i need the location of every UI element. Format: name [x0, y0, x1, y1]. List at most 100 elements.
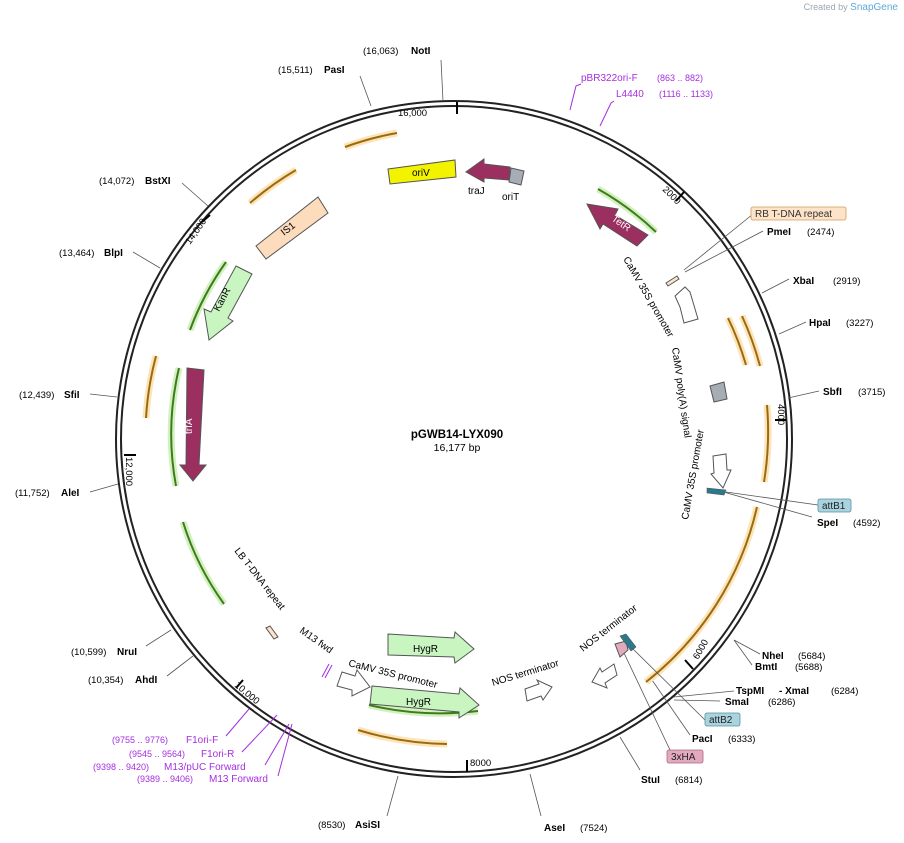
feature-camv-polya[interactable] — [709, 381, 728, 403]
feature-nos-term-2-arrow[interactable] — [591, 663, 618, 689]
site-tspmi[interactable]: TspMI — [736, 686, 764, 697]
site-line-xbai — [761, 278, 790, 294]
site-line-paci — [651, 679, 691, 736]
feature-attb2-mark[interactable] — [619, 633, 637, 652]
tick-label-10000: 10,000 — [232, 680, 261, 707]
site-line-asei — [529, 773, 542, 817]
site-asei[interactable]: AseI — [544, 823, 565, 834]
site-asisi[interactable]: AsiSI — [355, 820, 380, 831]
site-xbai[interactable]: XbaI — [793, 276, 814, 287]
site-line-smai — [673, 699, 721, 702]
site-line-sbfi — [787, 390, 820, 399]
3xha-label: 3xHA — [671, 752, 696, 763]
feature-trfa[interactable]: trfA — [178, 367, 208, 482]
site-pos-stui: (6814) — [675, 775, 702, 786]
feature-orit[interactable]: oriT — [502, 167, 525, 203]
site-noti[interactable]: NotI — [411, 46, 431, 57]
site-pos-bstxi: (14,072) — [99, 176, 134, 187]
feature-hygr-1[interactable]: HygR — [387, 631, 475, 664]
orf-arc-kanr — [186, 259, 229, 332]
site-pasi[interactable]: PasI — [324, 65, 345, 76]
site-nrui[interactable]: NruI — [117, 647, 137, 658]
feature-is1[interactable]: IS1 — [255, 196, 329, 260]
primer-pos-f1ori-f: (9755 .. 9776) — [112, 735, 168, 745]
rb-tdna-leader — [683, 213, 754, 271]
tick-mark — [201, 214, 211, 223]
primers: pBR322ori-F (863 .. 882) L4440 (1116 .. … — [93, 73, 713, 785]
site-ahdi[interactable]: AhdI — [135, 675, 157, 686]
primer-pos-pbr322ori-f: (863 .. 882) — [657, 73, 703, 83]
attb2-box[interactable] — [704, 712, 741, 727]
site-stui[interactable]: StuI — [641, 775, 660, 786]
primer-f1ori-f[interactable]: F1ori-F — [186, 735, 218, 746]
tick-mark — [235, 679, 244, 689]
feature-m13fwd-mark — [321, 663, 333, 679]
snapgene-logo: SnapGene — [850, 2, 898, 13]
feature-rb-tdna-mark — [665, 275, 680, 287]
site-bstxi[interactable]: BstXI — [145, 176, 171, 187]
orf-arc-tetr — [596, 185, 659, 235]
credit-prefix: Created by — [803, 2, 848, 12]
feature-camv-promoter-3-arrow[interactable] — [336, 668, 371, 697]
site-pmei[interactable]: PmeI — [767, 227, 791, 238]
orf-arc-top — [343, 129, 398, 151]
site-sfii[interactable]: SfiI — [64, 390, 80, 401]
orf-arc-upper-left — [247, 166, 298, 206]
site-line-ahdi — [166, 655, 194, 677]
primer-line-m13puc-forward — [264, 723, 290, 766]
site-nhei[interactable]: NheI — [762, 651, 784, 662]
primer-pbr322ori-f[interactable]: pBR322ori-F — [581, 73, 638, 84]
feature-label-camv-polya: CaMV poly(A) signal — [669, 347, 693, 439]
feature-oriv[interactable]: oriV — [387, 159, 457, 185]
attb1-box[interactable] — [817, 498, 852, 513]
attb1-leader — [725, 491, 819, 506]
feature-tetr[interactable]: TetR — [586, 203, 649, 247]
snapgene-credit: Created by SnapGene — [804, 2, 898, 13]
attb1-label: attB1 — [822, 501, 846, 512]
feature-hygr-2[interactable]: HygR — [369, 685, 480, 719]
site-line-hpai — [778, 321, 807, 335]
site-blpi[interactable]: BlpI — [104, 248, 123, 259]
3xha-box[interactable] — [666, 749, 704, 764]
site-pos-pmei: (2474) — [807, 227, 834, 238]
primer-pos-l4440: (1116 .. 1133) — [659, 89, 713, 99]
feature-nos-term-1-arrow[interactable] — [524, 678, 553, 702]
backbone-outer — [115, 100, 793, 778]
primer-m13-forward[interactable]: M13 Forward — [209, 774, 268, 785]
site-paci[interactable]: PacI — [692, 734, 713, 745]
site-bmti[interactable]: BmtI — [755, 662, 777, 673]
feature-traj[interactable]: traJ — [465, 158, 511, 197]
site-pos-nhei: (5684) — [798, 651, 825, 662]
feature-3xha-arrow[interactable] — [614, 640, 629, 658]
orf-arc-trfa — [167, 367, 183, 487]
rb-tdna-box[interactable] — [750, 206, 847, 221]
feature-label-m13fwd: M13 fwd — [297, 625, 334, 656]
site-line-pasi — [359, 75, 372, 107]
site-smai[interactable]: SmaI — [725, 697, 749, 708]
feature-attb1-mark[interactable] — [706, 487, 727, 496]
site-pos-hpai: (3227) — [846, 318, 873, 329]
site-pos-asei: (7524) — [580, 823, 607, 834]
primer-line-f1ori-f — [225, 708, 250, 737]
boxed-labels: RB T-DNA repeat attB1 attB2 3xHA — [623, 206, 852, 764]
site-xmai[interactable]: - XmaI — [779, 686, 809, 697]
site-line-bmti — [733, 639, 753, 666]
site-hpai[interactable]: HpaI — [809, 318, 831, 329]
site-pos-noti: (16,063) — [363, 46, 398, 57]
site-sbfi[interactable]: SbfI — [823, 387, 842, 398]
feature-camv-promoter-2-arrow[interactable] — [710, 453, 732, 489]
site-alei[interactable]: AleI — [61, 488, 80, 499]
feature-kanr[interactable]: KanR — [203, 265, 253, 341]
primer-l4440[interactable]: L4440 — [616, 89, 644, 100]
site-line-asisi — [386, 775, 399, 817]
site-pos-ahdi: (10,354) — [88, 675, 123, 686]
site-pos-pasi: (15,511) — [278, 65, 313, 76]
site-pos-paci: (6333) — [728, 734, 755, 745]
site-line-tspmi — [673, 690, 735, 698]
site-pos-spei: (4592) — [853, 518, 880, 529]
primer-f1ori-r[interactable]: F1ori-R — [201, 749, 234, 760]
feature-label-traj: traJ — [468, 186, 485, 197]
primer-m13puc-forward[interactable]: M13/pUC Forward — [164, 762, 246, 773]
site-spei[interactable]: SpeI — [817, 518, 838, 529]
feature-camv-promoter-1-arrow[interactable] — [674, 286, 699, 324]
